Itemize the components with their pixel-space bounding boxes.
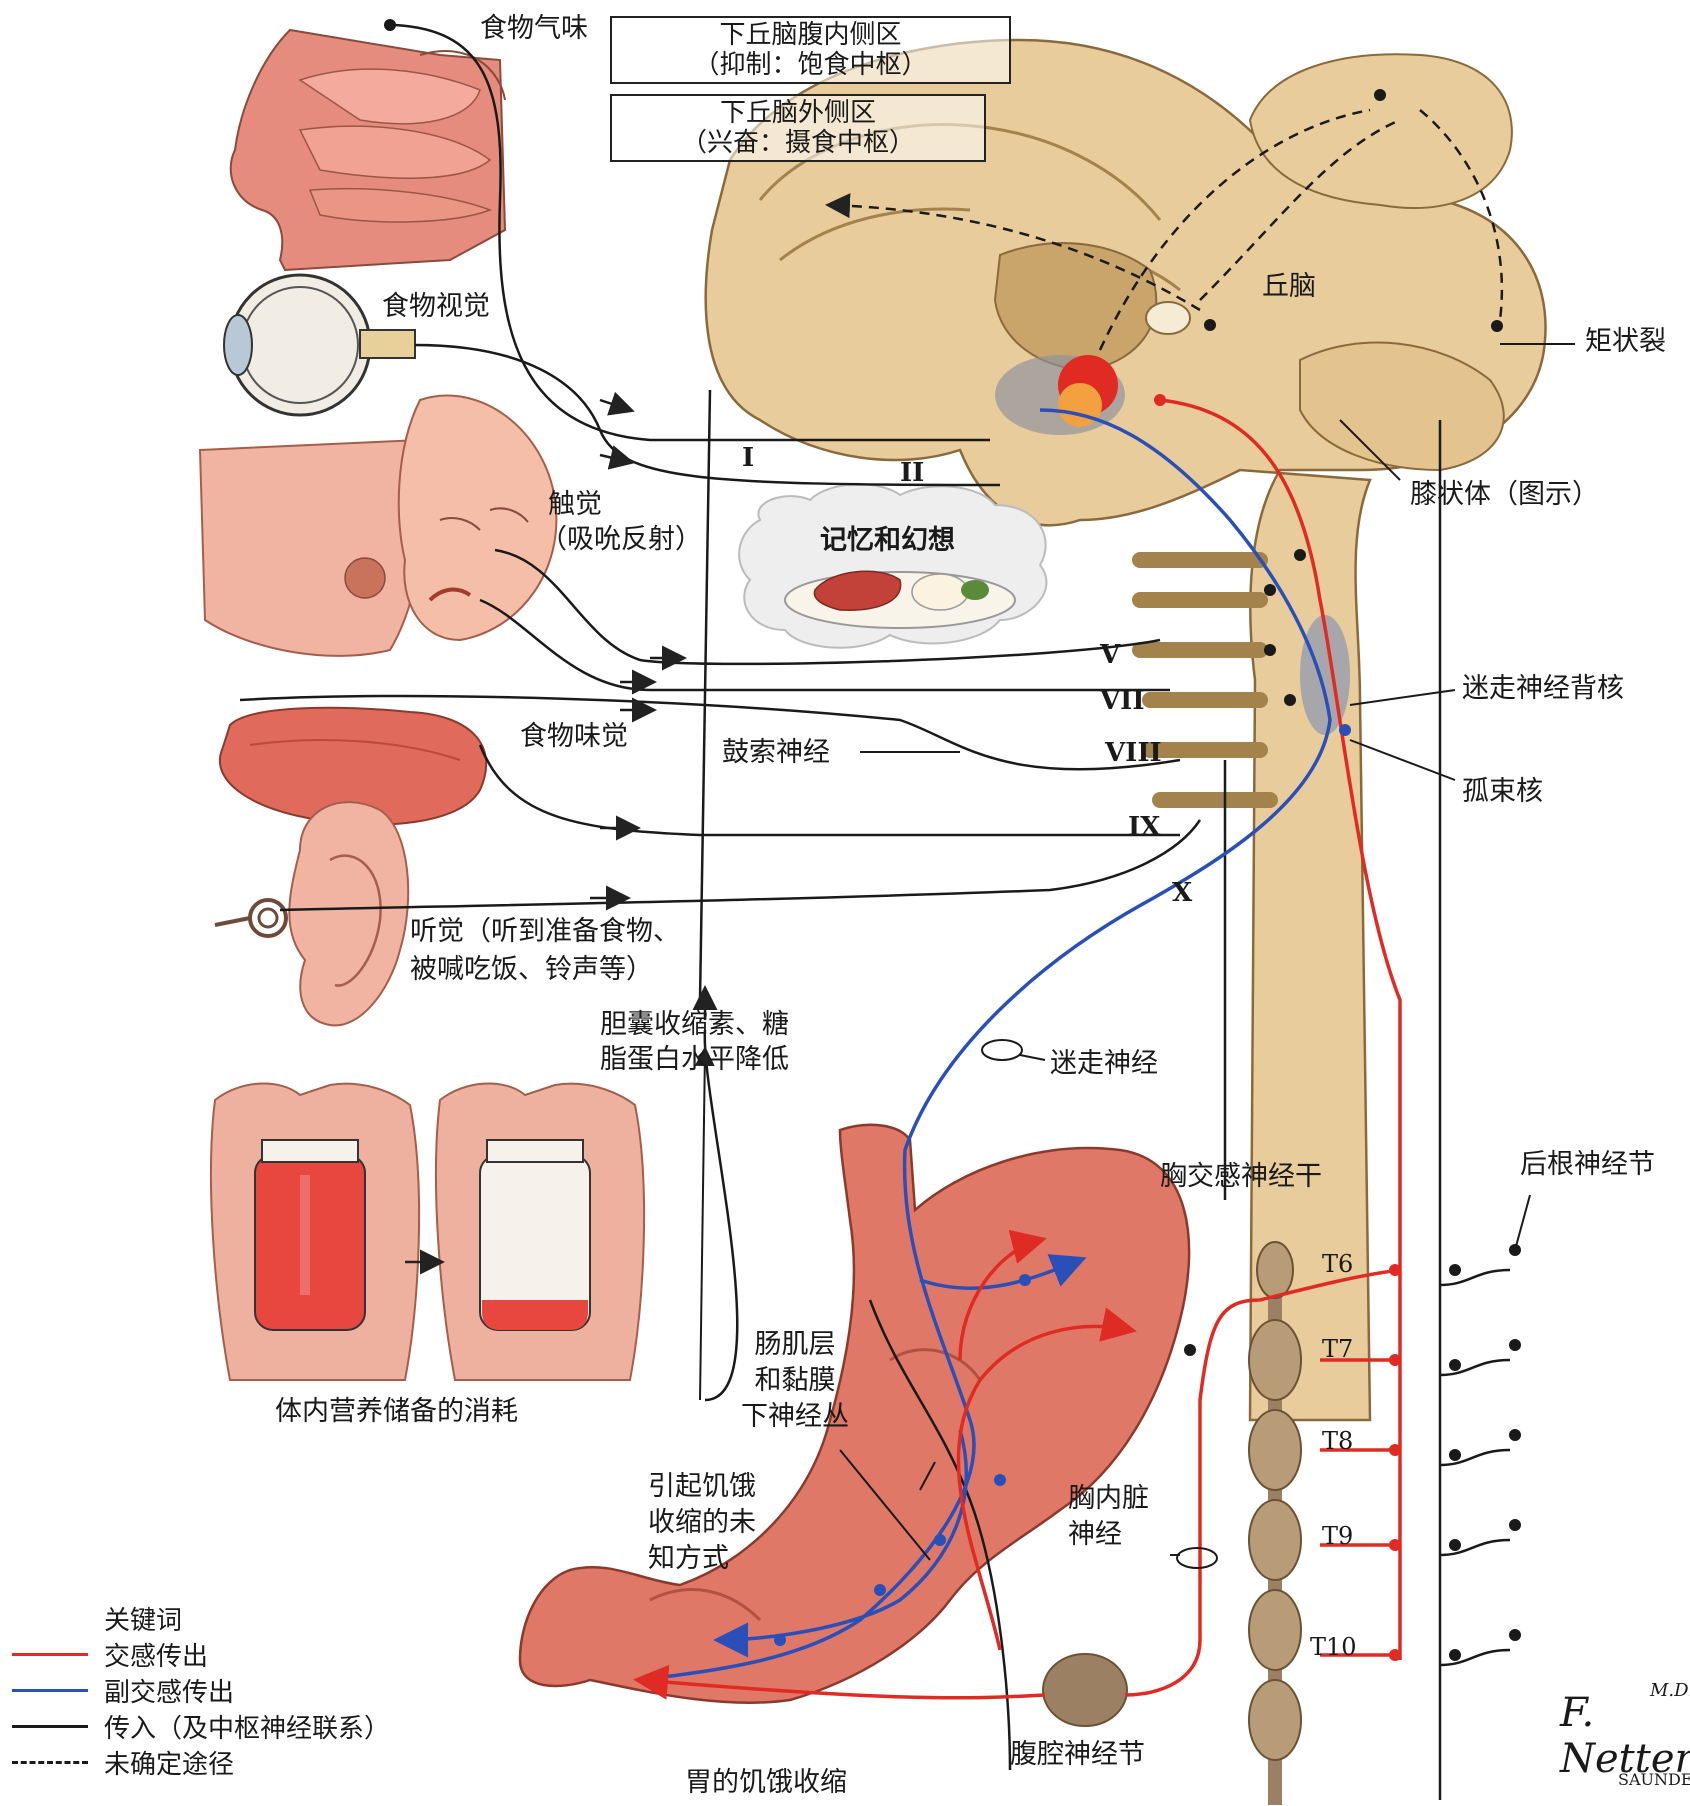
signature-suffix: M.D. (1650, 1680, 1690, 1701)
cranial-nerve-I: I (742, 443, 754, 473)
thoracic-T7: T7 (1322, 1335, 1353, 1363)
label-cck-2: 脂蛋白水平降低 (600, 1043, 789, 1077)
splanchnic-marker (1177, 1548, 1217, 1568)
cranial-nerve-II: II (900, 458, 924, 488)
thoracic-T10: T10 (1310, 1633, 1357, 1661)
label-unknown-3: 知方式 (648, 1542, 729, 1576)
label-thoracic-trunk: 胸交感神经干 (1160, 1160, 1322, 1194)
thoracic-T6: T6 (1322, 1250, 1353, 1278)
legend-swatch-red (12, 1653, 88, 1656)
legend-swatch-dashed (12, 1761, 88, 1764)
legend-item-undetermined: 未确定途径 (12, 1744, 390, 1780)
label-plexus-2: 和黏膜 (735, 1364, 855, 1398)
label-splanchnic-2: 神经 (1068, 1518, 1122, 1552)
label-hypothalamus-vm-1: 下丘脑腹内侧区 (618, 20, 1003, 50)
label-hypothalamus-lat-1: 下丘脑外侧区 (618, 98, 978, 128)
box-hypothalamus-lateral: 下丘脑外侧区 （兴奋：摄食中枢） (610, 94, 986, 162)
label-calcarine: 矩状裂 (1585, 325, 1666, 359)
label-thalamus: 丘脑 (1262, 270, 1316, 304)
label-hunger: 胃的饥饿收缩 (685, 1766, 847, 1800)
legend-item-afferent: 传入（及中枢神经联系） (12, 1708, 390, 1744)
legend: 关键词 交感传出 副交感传出 传入（及中枢神经联系） 未确定途径 (12, 1600, 390, 1780)
cranial-nerve-IX: IX (1128, 812, 1160, 842)
ear-illustration (215, 802, 408, 1025)
legend-label-parasympathetic: 副交感传出 (104, 1672, 234, 1709)
label-cck-1: 胆囊收缩素、糖 (600, 1008, 789, 1042)
vagus-marker (982, 1040, 1022, 1060)
label-hypothalamus-lat-2: （兴奋：摄食中枢） (618, 128, 978, 158)
label-plexus-3: 下神经丛 (725, 1400, 865, 1434)
signature-name: F. Netter (1560, 1690, 1690, 1782)
label-celiac: 腹腔神经节 (1010, 1738, 1145, 1772)
signature-publisher: SAUNDE (1618, 1770, 1690, 1789)
label-hearing-2: 被喊吃饭、铃声等） (410, 953, 653, 987)
label-plexus-1: 肠肌层 (735, 1328, 855, 1362)
label-memory: 记忆和幻想 (820, 524, 955, 558)
legend-title: 关键词 (104, 1600, 182, 1637)
cranial-nerve-X: X (1172, 878, 1192, 908)
label-hypothalamus-vm-2: （抑制：饱食中枢） (618, 50, 1003, 80)
label-food-sight: 食物视觉 (382, 290, 490, 324)
label-unknown-1: 引起饥饿 (648, 1470, 756, 1504)
breast-baby-illustration (200, 396, 556, 656)
cranial-nerve-VII: VII (1100, 686, 1145, 716)
legend-label-undetermined: 未确定途径 (104, 1744, 234, 1781)
label-touch-1: 触觉 (548, 488, 602, 522)
thoracic-T8: T8 (1322, 1427, 1353, 1455)
label-food-smell: 食物气味 (480, 12, 588, 46)
torso-full-illustration (211, 1084, 419, 1380)
label-hearing-1: 听觉（听到准备食物、 (410, 915, 680, 949)
label-chorda-tympani: 鼓索神经 (722, 736, 830, 770)
legend-swatch-black (12, 1725, 88, 1728)
label-vagus-dorsal: 迷走神经背核 (1462, 672, 1624, 706)
label-solitary: 孤束核 (1462, 775, 1543, 809)
memory-cloud-illustration (739, 484, 1046, 647)
label-food-taste: 食物味觉 (520, 720, 628, 754)
label-geniculate: 膝状体（图示） (1410, 478, 1599, 512)
legend-item-parasympathetic: 副交感传出 (12, 1672, 390, 1708)
cranial-nerve-VIII: VIII (1105, 738, 1162, 768)
label-dorsal-root: 后根神经节 (1520, 1148, 1655, 1182)
label-vagus: 迷走神经 (1050, 1047, 1158, 1081)
label-touch-2: （吸吮反射） (540, 523, 702, 557)
cranial-nerve-V: V (1100, 640, 1120, 670)
box-hypothalamus-ventromedial: 下丘脑腹内侧区 （抑制：饱食中枢） (610, 16, 1011, 84)
legend-item-sympathetic: 交感传出 (12, 1636, 390, 1672)
legend-label-afferent: 传入（及中枢神经联系） (104, 1708, 390, 1745)
label-splanchnic-1: 胸内脏 (1068, 1482, 1149, 1516)
label-unknown-2: 收缩的未 (648, 1506, 756, 1540)
label-reserve: 体内营养储备的消耗 (275, 1395, 518, 1429)
thoracic-T9: T9 (1322, 1522, 1353, 1550)
legend-label-sympathetic: 交感传出 (104, 1636, 208, 1673)
torso-empty-illustration (436, 1084, 644, 1380)
nose-illustration (231, 30, 505, 270)
legend-swatch-blue (12, 1689, 88, 1692)
